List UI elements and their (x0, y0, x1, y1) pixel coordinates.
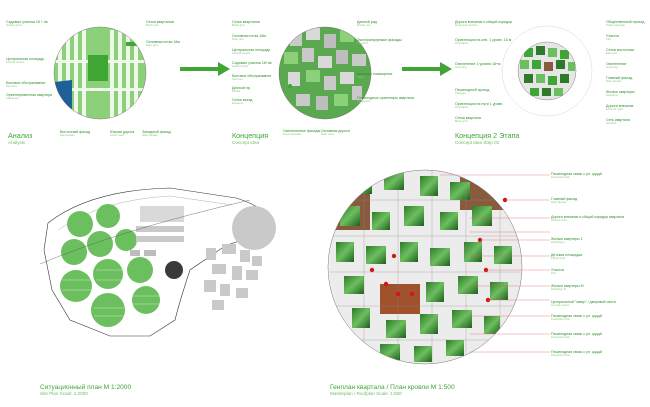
site-plan-subtitle: Site Plan Scale: 1:2000 (40, 391, 88, 396)
concept-title-block: Концепция Concept idea (232, 131, 268, 145)
masterplan-drawing (327, 169, 550, 365)
concept2-title-block: Концепция 2 Этапа Concept idea Step 02 (455, 131, 519, 145)
analysis-title-block: Анализ Analysis (8, 131, 32, 145)
concept-title: Концепция (232, 131, 269, 140)
concept2-diagram (501, 25, 593, 117)
concept-label: Дачный пр.Dacha (232, 86, 251, 94)
site-plan-title-block: Ситуационный план М 1:2000 Site Plan Sca… (40, 384, 131, 396)
analysis-subtitle: Analysis (8, 140, 26, 145)
concept2-label: Ориентация на пути 1 уровн.Orientation (455, 102, 504, 110)
concept2-subtitle: Concept idea Step 02 (455, 140, 500, 145)
flow-arrow-2 (402, 62, 452, 76)
concept2-title: Концепция 2 Этапа (455, 131, 520, 140)
analysis-diagram (53, 26, 147, 120)
analysis-title: Анализ (8, 131, 33, 140)
site-plan-drawing (39, 187, 276, 337)
site-plan-title: Ситуационный план М 1:2000 (40, 384, 132, 391)
masterplan-title: Генплан квартала / План кровли М 1:500 (330, 384, 455, 391)
masterplan-title-block: Генплан квартала / План кровли М 1:500 M… (330, 384, 455, 396)
concept-subtitle: Concept idea (232, 140, 260, 145)
flow-arrow-1 (180, 62, 230, 76)
masterplan-subtitle: Masterplan / Roofplan Scale: 1:500 (330, 391, 402, 396)
